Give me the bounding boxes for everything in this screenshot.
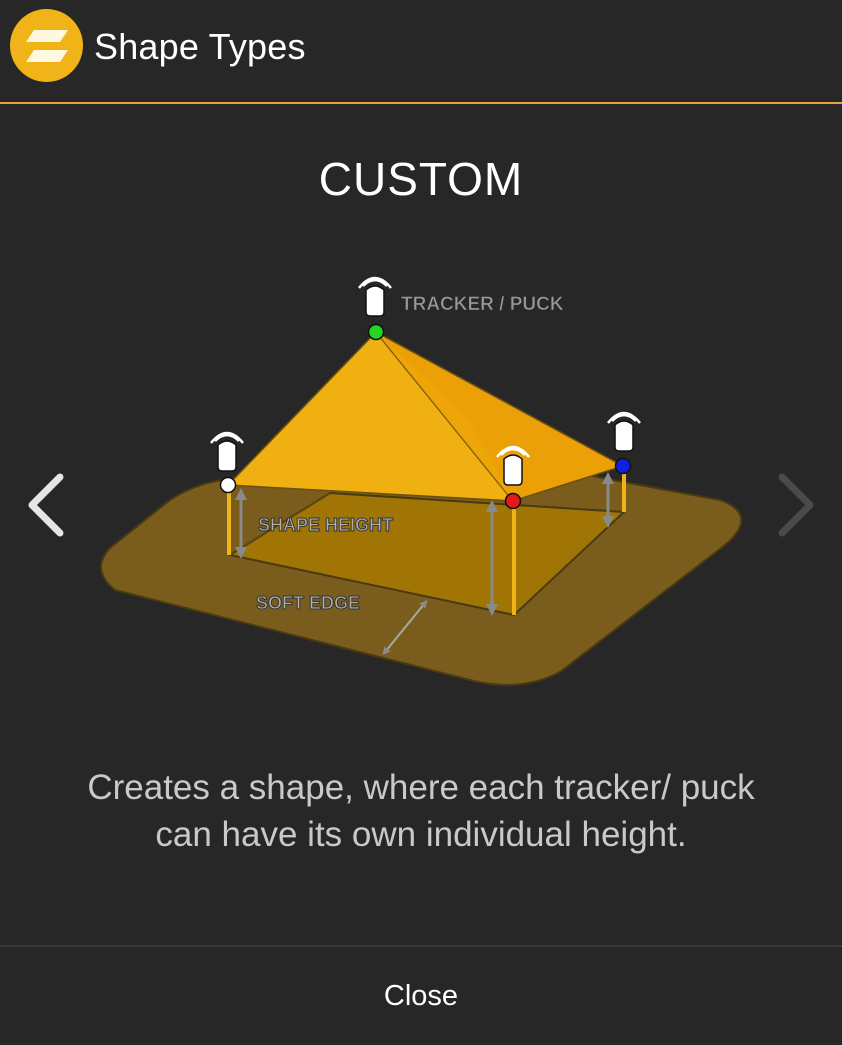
app-header: Shape Types: [0, 0, 842, 103]
tracker-dot-blue: [614, 457, 632, 475]
shape-type-heading: CUSTOM: [318, 153, 524, 205]
soft-edge-arrow: [382, 599, 428, 656]
tracker-puck-label: TRACKER / PUCK: [401, 294, 564, 315]
shape-description: Creates a shape, where each tracker/ puc…: [87, 768, 755, 854]
dialog-title: Shape Types: [94, 26, 306, 67]
footer-divider: [0, 945, 842, 947]
chevron-right-icon: [778, 473, 814, 537]
custom-shape-illustration: TRACKER / PUCK SHAPE HEIGHT SOFT EDGE: [100, 276, 743, 686]
shape-height-label: SHAPE HEIGHT: [258, 515, 393, 535]
tracker-dot-green: [367, 323, 385, 341]
tracker-icon: [606, 411, 642, 453]
tracker-dot-white: [219, 476, 237, 494]
tracker-icon: [357, 276, 393, 318]
app-logo-icon: [10, 9, 83, 82]
header-divider: [0, 102, 842, 104]
previous-button[interactable]: [16, 465, 76, 545]
soft-edge-label: SOFT EDGE: [256, 593, 360, 613]
tracker-dot-red: [504, 492, 522, 510]
next-button[interactable]: [766, 465, 826, 545]
close-button[interactable]: Close: [383, 980, 459, 1012]
tracker-icon: [209, 431, 245, 473]
chevron-left-icon: [28, 473, 64, 537]
